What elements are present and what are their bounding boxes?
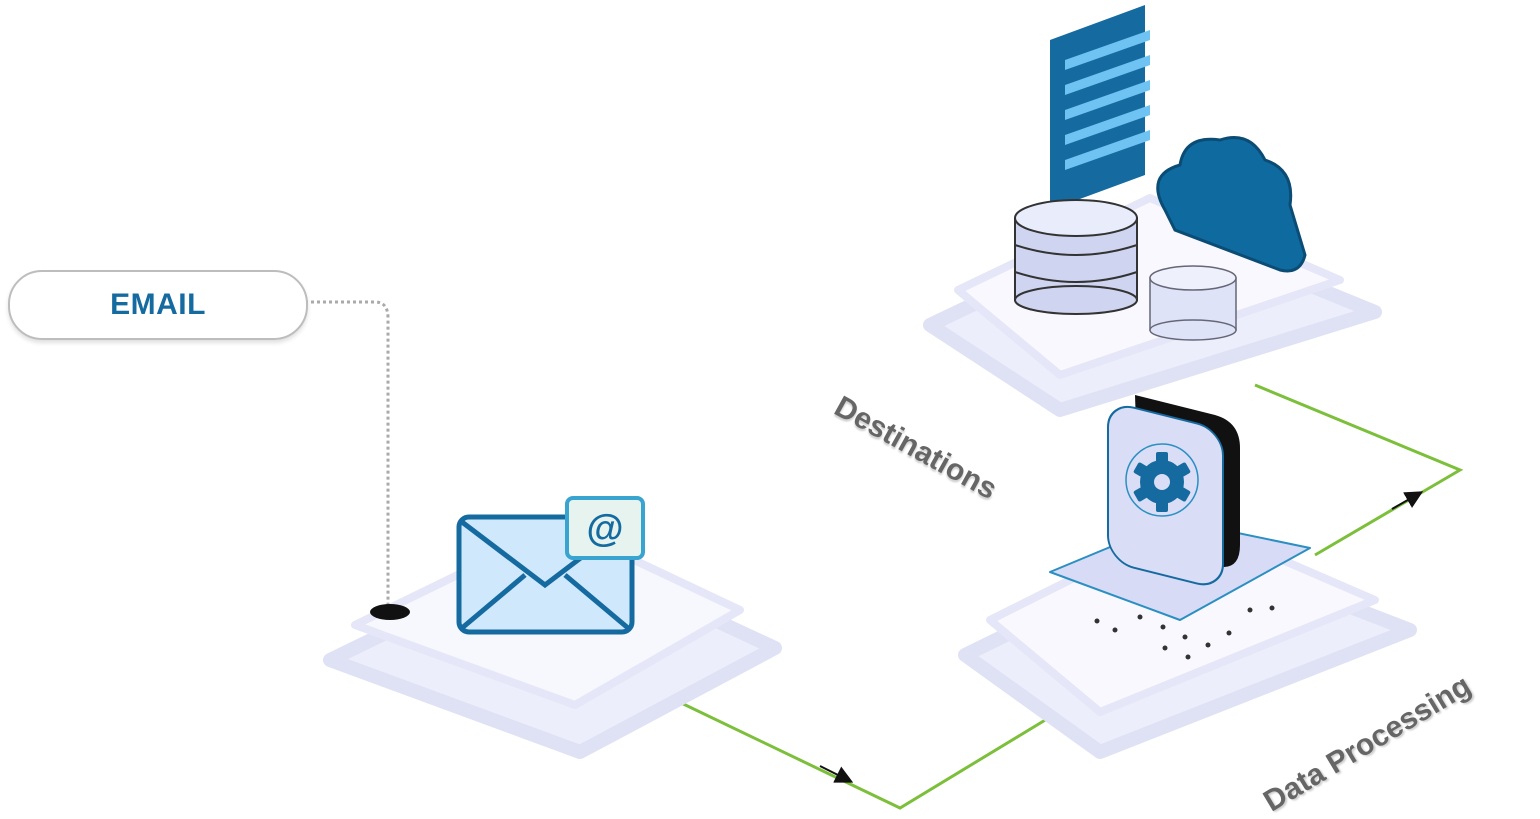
connector-dot	[370, 604, 410, 620]
email-source-button[interactable]: EMAIL	[8, 270, 308, 340]
envelope-icon: @	[456, 496, 645, 635]
flow-arrow	[819, 765, 854, 783]
cloud-icon	[1156, 136, 1307, 273]
dotted-connector	[305, 300, 390, 605]
server-rack-icon	[1050, 5, 1150, 210]
flow-line	[674, 383, 1464, 810]
flow-arrow	[1391, 491, 1424, 510]
database-icon	[1014, 199, 1237, 341]
email-label: EMAIL	[110, 288, 206, 321]
at-icon: @	[586, 508, 623, 550]
gear-sync-icon	[1107, 395, 1240, 586]
